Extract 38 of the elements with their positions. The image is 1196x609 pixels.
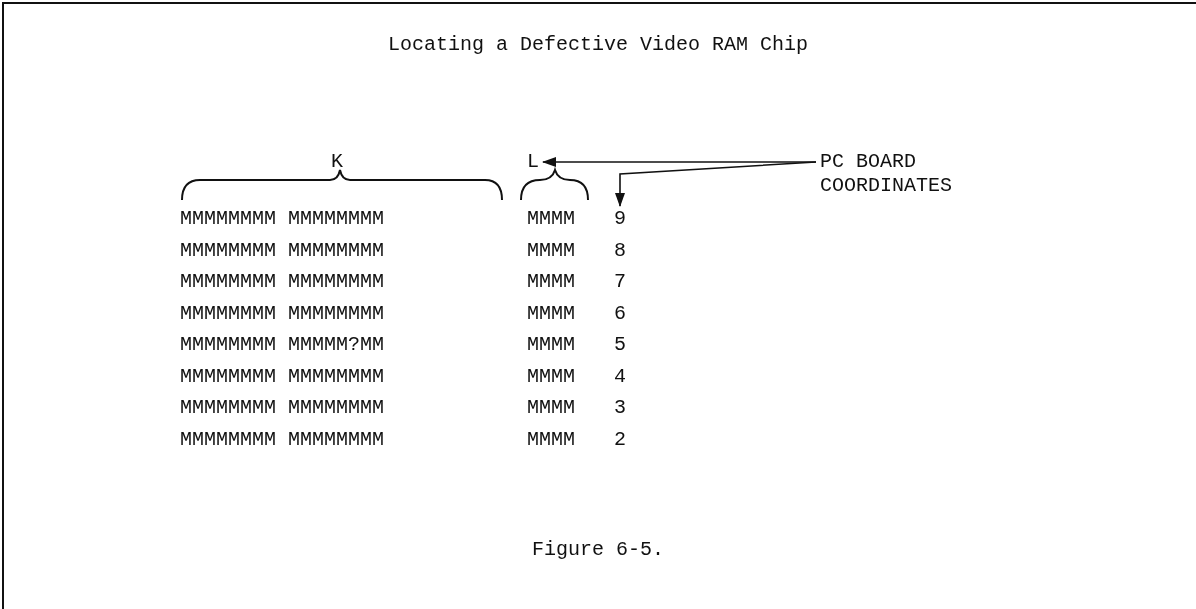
chip-marks: MMMMMMMM — [180, 333, 276, 357]
chip-marks: MMMMMMMM — [288, 427, 384, 452]
chip-marks: MMMM — [527, 427, 575, 452]
chip-marks: MMMMMMMM — [288, 301, 384, 326]
callout-text: PC BOARD COORDINATES — [820, 150, 970, 198]
chip-marks: MMMMMMMM — [288, 270, 384, 294]
chip-marks: MMMMMMMM — [288, 238, 384, 263]
row-number: 2 — [614, 427, 626, 452]
row-number: 8 — [614, 238, 626, 263]
chip-marks: MMMMMMMM — [180, 207, 276, 231]
chip-marks: MMMMMMMM — [180, 238, 276, 263]
chip-marks: MMMMMMMM — [288, 364, 384, 389]
chip-marks: MMMM — [527, 396, 575, 420]
chip-marks: MMMM — [527, 301, 575, 326]
chip-marks: MMMMMMMM — [180, 427, 276, 452]
figure-title: Locating a Defective Video RAM Chip — [387, 33, 809, 57]
row-number: 6 — [614, 301, 626, 326]
coordinate-letter: L — [527, 150, 539, 174]
chip-marks: MMMMMMMM — [180, 301, 276, 326]
chip-marks: MMMMMMMM — [180, 270, 276, 294]
chip-marks: MMMM — [527, 333, 575, 357]
row-number: 3 — [614, 396, 626, 420]
chip-marks: MMMMMMMM — [288, 396, 384, 420]
chip-marks: MMMM — [527, 270, 575, 294]
chip-marks: MMMMMMMM — [288, 207, 384, 231]
row-number: 9 — [614, 207, 626, 231]
chip-marks: MMMM — [527, 364, 575, 389]
figure-caption: Figure 6-5. — [532, 538, 664, 562]
chip-marks: MMMMMMMM — [180, 364, 276, 389]
row-number: 5 — [614, 333, 626, 357]
chip-marks: MMMMM?MM — [288, 333, 384, 357]
row-number: 4 — [614, 364, 626, 389]
arrow — [615, 161, 817, 207]
row-number: 7 — [614, 270, 626, 294]
coordinate-letter: K — [331, 150, 343, 174]
chip-marks: MMMMMMMM — [180, 396, 276, 420]
chip-marks: MMMM — [527, 238, 575, 263]
chip-marks: MMMM — [527, 207, 575, 231]
